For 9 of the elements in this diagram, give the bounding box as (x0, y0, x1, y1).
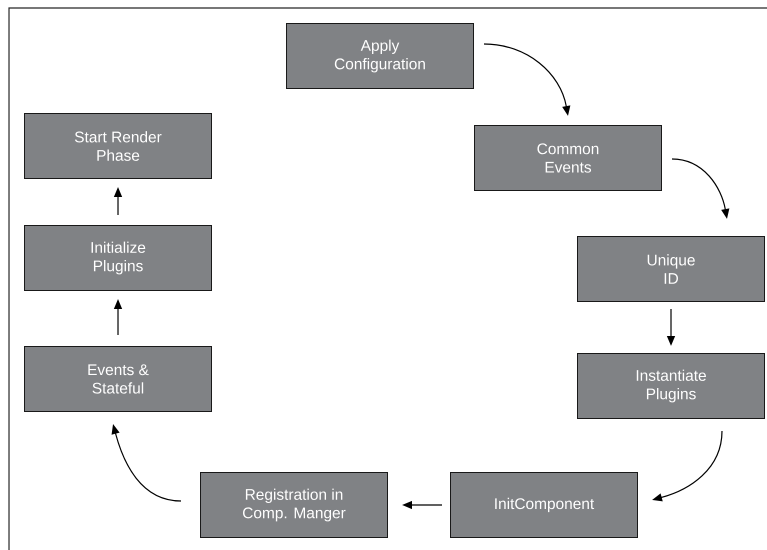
process-box: Instantiate Plugins (577, 353, 765, 419)
process-box: Unique ID (577, 236, 765, 302)
process-box: Start Render Phase (24, 113, 212, 179)
process-box: InitComponent (450, 472, 638, 538)
process-box: Common Events (474, 125, 662, 191)
process-box: Apply Configuration (286, 23, 474, 89)
process-box: Events & Stateful (24, 346, 212, 412)
process-box: Registration in Comp. Manger (200, 472, 388, 538)
process-box: Initialize Plugins (24, 225, 212, 291)
